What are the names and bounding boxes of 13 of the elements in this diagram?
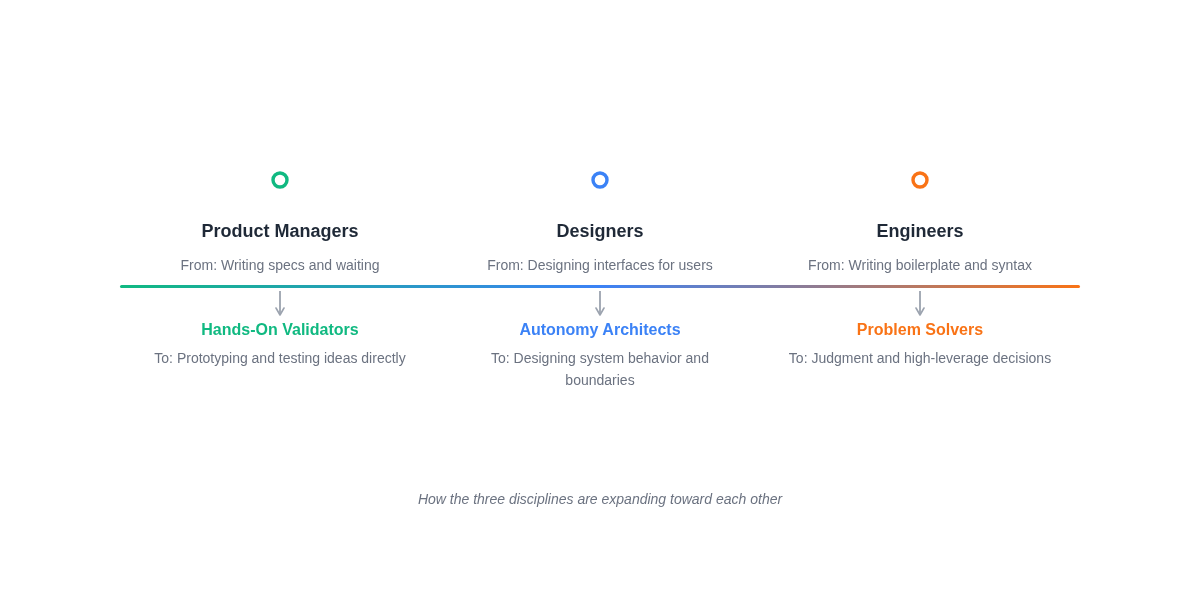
role-heading: Autonomy Architects <box>519 320 681 340</box>
role-heading: Hands-On Validators <box>201 320 359 340</box>
from-description: From: Designing interfaces for users <box>487 256 713 275</box>
role-heading: Problem Solvers <box>856 320 984 340</box>
role-title: Product Managers <box>201 220 359 242</box>
role-title: Engineers <box>876 220 964 242</box>
from-description: From: Writing boilerplate and syntax <box>808 256 1032 275</box>
to-description: To: Judgment and high-leverage decisions <box>788 349 1052 368</box>
role-title: Designers <box>556 220 644 242</box>
from-description: From: Writing specs and waiting <box>180 256 380 275</box>
caption: How the three disciplines are expanding toward each other <box>417 490 783 509</box>
to-description: To: Prototyping and testing ideas directly <box>154 349 406 368</box>
to-description: To: Designing system behavior and boundaries <box>490 349 710 390</box>
